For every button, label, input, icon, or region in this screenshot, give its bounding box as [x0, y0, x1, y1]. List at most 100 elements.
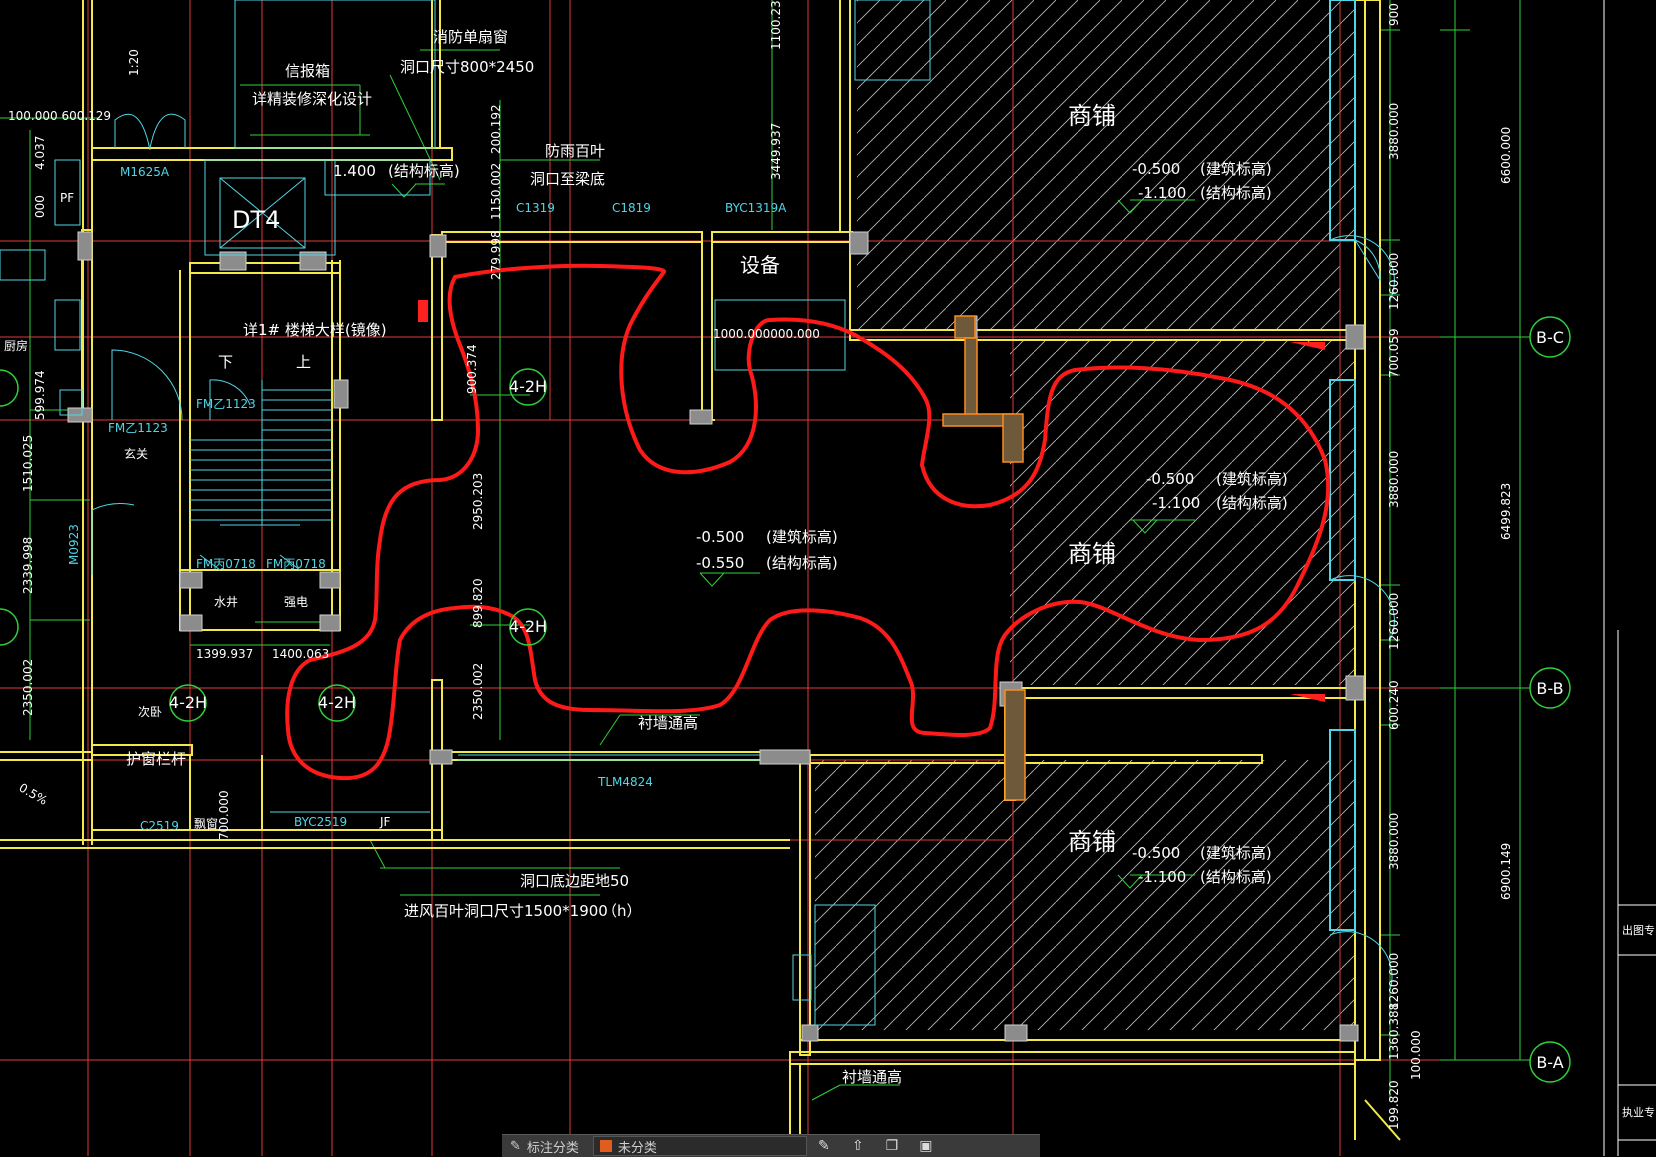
dim-1-20: 1:20: [127, 49, 141, 76]
label-stair-up: 上: [296, 353, 311, 371]
label-vent-louver: 进风百叶洞口尺寸1500*1900: [404, 902, 608, 920]
title-block-cell-2: 执业专: [1622, 1105, 1655, 1119]
label-jf: JF: [379, 815, 391, 829]
walls: [0, 0, 1401, 1156]
axis-bubble-z3: 4-2H: [169, 684, 207, 722]
label-stair-down: 下: [218, 353, 233, 371]
label-fire-window: 消防单扇窗: [433, 28, 508, 46]
dim-599-974: 599.974: [33, 370, 47, 420]
layer-dropdown[interactable]: 未分类: [592, 1136, 807, 1156]
elev-shop3-arch: -0.500: [1132, 844, 1180, 862]
elev-shop2-struct: -1.100: [1152, 494, 1200, 512]
label-stair-detail: 详1# 楼梯大样(镜像): [243, 321, 387, 339]
layer-name-label: 未分类: [617, 1140, 657, 1156]
dim-3449-937: 3449.937: [769, 123, 783, 180]
dim-6900-149: 6900.149: [1499, 843, 1513, 900]
label-elev-1400: 1.400: [333, 162, 376, 180]
svg-text:B-A: B-A: [1536, 1053, 1563, 1072]
dim-600-240: 600.240: [1387, 680, 1401, 730]
elev-shop1-struct-note: (结构标高): [1200, 184, 1272, 202]
axis-bubble-b-c: B-C: [1529, 316, 1571, 358]
layer-tab[interactable]: ✎ 标注分类: [502, 1135, 587, 1157]
elev-shop1-struct: -1.100: [1138, 184, 1186, 202]
dim-1399-937: 1399.937: [196, 647, 253, 661]
label-vent-bottom: 洞口底边距地50: [520, 872, 629, 890]
dim-000: 000: [33, 195, 47, 218]
dim-100-600: 100.000 600.129: [8, 109, 111, 123]
annotation-icon: ✎: [510, 1138, 521, 1154]
label-power-well: 强电: [284, 595, 308, 609]
elev-shop1-arch: -0.500: [1132, 160, 1180, 178]
elevation-markers: [391, 183, 1158, 889]
axis-bubble-b-a: B-A: [1529, 1041, 1571, 1083]
title-block: [1603, 0, 1656, 1156]
dim-1260-b: 1260.000: [1387, 593, 1401, 650]
dim-700-059: 700.059: [1387, 328, 1401, 378]
dim-899-820: 899.820: [471, 578, 485, 628]
label-win-byc2519: BYC2519: [294, 815, 347, 829]
label-rain-louver: 防雨百叶: [545, 142, 605, 160]
label-fire-window-size: 洞口尺寸800*2450: [400, 58, 534, 76]
label-equipment: 设备: [740, 253, 780, 277]
label-bedroom: 次卧: [138, 705, 162, 719]
dim-1000-000: 1000.000000.000: [713, 327, 820, 341]
label-door-tlm4824: TLM4824: [597, 775, 653, 789]
dim-900-374: 900.374: [465, 344, 479, 394]
label-win-c1319: C1319: [516, 201, 555, 215]
elev-center-struct-note: (结构标高): [766, 554, 838, 572]
label-lining-wall-1: 衬墙通高: [638, 714, 698, 732]
label-letter-box-note: 详精装修深化设计: [252, 90, 372, 108]
elev-shop3-arch-note: (建筑标高): [1200, 844, 1272, 862]
upload-icon[interactable]: ⇧: [852, 1138, 864, 1154]
elev-shop3-struct: -1.100: [1138, 868, 1186, 886]
revision-markup: [285, 263, 1331, 781]
svg-text:4-2H: 4-2H: [509, 377, 547, 396]
elev-center-arch-note: (建筑标高): [766, 528, 838, 546]
dim-1150-002: 1150.002: [489, 163, 503, 220]
dim-1510-025: 1510.025: [21, 435, 35, 492]
label-elev-1400-note: (结构标高): [388, 162, 460, 180]
label-water-well: 水井: [214, 595, 238, 609]
elev-shop3-struct-note: (结构标高): [1200, 868, 1272, 886]
layer-tab-label: 标注分类: [526, 1140, 579, 1156]
elev-center-arch: -0.500: [696, 528, 744, 546]
label-window-rail: 护窗栏杆: [126, 750, 186, 768]
elev-center-struct: -0.550: [696, 554, 744, 572]
save-icon[interactable]: ▣: [919, 1138, 933, 1154]
axis-bubble-z1: 4-2H: [509, 368, 547, 406]
label-entrance: 玄关: [124, 446, 148, 461]
dim-2950-203: 2950.203: [471, 473, 485, 530]
shop-hatch-areas: [815, 0, 1355, 1030]
label-letter-box: 信报箱: [285, 62, 330, 80]
label-shop-3: 商铺: [1068, 828, 1116, 856]
dim-2350-002-a: 2350.002: [471, 663, 485, 720]
dimension-lines: [0, 0, 1530, 1101]
dim-6600: 6600.000: [1499, 127, 1513, 184]
label-shop-1: 商铺: [1068, 102, 1116, 130]
label-door-fm0718-b: FM丙0718: [266, 557, 326, 571]
dim-199-820: 199.820: [1387, 1080, 1401, 1130]
dim-1100-239: 1100.239: [769, 0, 783, 50]
label-door-fm0718-a: FM丙0718: [196, 557, 256, 571]
dim-1260-a: 1260.000: [1387, 253, 1401, 310]
dim-1360-388: 1360.388: [1387, 1003, 1401, 1060]
label-door-m0923: M0923: [67, 524, 81, 565]
axis-bubble-b-b: B-B: [1529, 667, 1571, 709]
layer-color-swatch: [599, 1140, 612, 1152]
label-door-fm1123-b: FM乙1123: [108, 421, 168, 435]
svg-text:B-B: B-B: [1536, 679, 1563, 698]
dim-700: 700.000: [217, 790, 231, 840]
dim-200-192: 200.192: [489, 104, 503, 154]
copy-icon[interactable]: ❐: [885, 1138, 899, 1154]
door-swings: [0, 0, 1395, 1026]
svg-text:4-2H: 4-2H: [509, 617, 547, 636]
edit-icon[interactable]: ✎: [818, 1138, 830, 1154]
title-block-cell-1: 出图专: [1622, 923, 1655, 937]
dim-2339-998: 2339.998: [21, 537, 35, 594]
svg-text:B-C: B-C: [1536, 328, 1564, 347]
label-lining-wall-2: 衬墙通高: [842, 1068, 902, 1086]
cad-status-toolbar: ✎ 标注分类 未分类 ✎ ⇧ ❐ ▣: [502, 1134, 1040, 1157]
elev-shop1-arch-note: (建筑标高): [1200, 160, 1272, 178]
label-win-byc1319a: BYC1319A: [725, 201, 787, 215]
